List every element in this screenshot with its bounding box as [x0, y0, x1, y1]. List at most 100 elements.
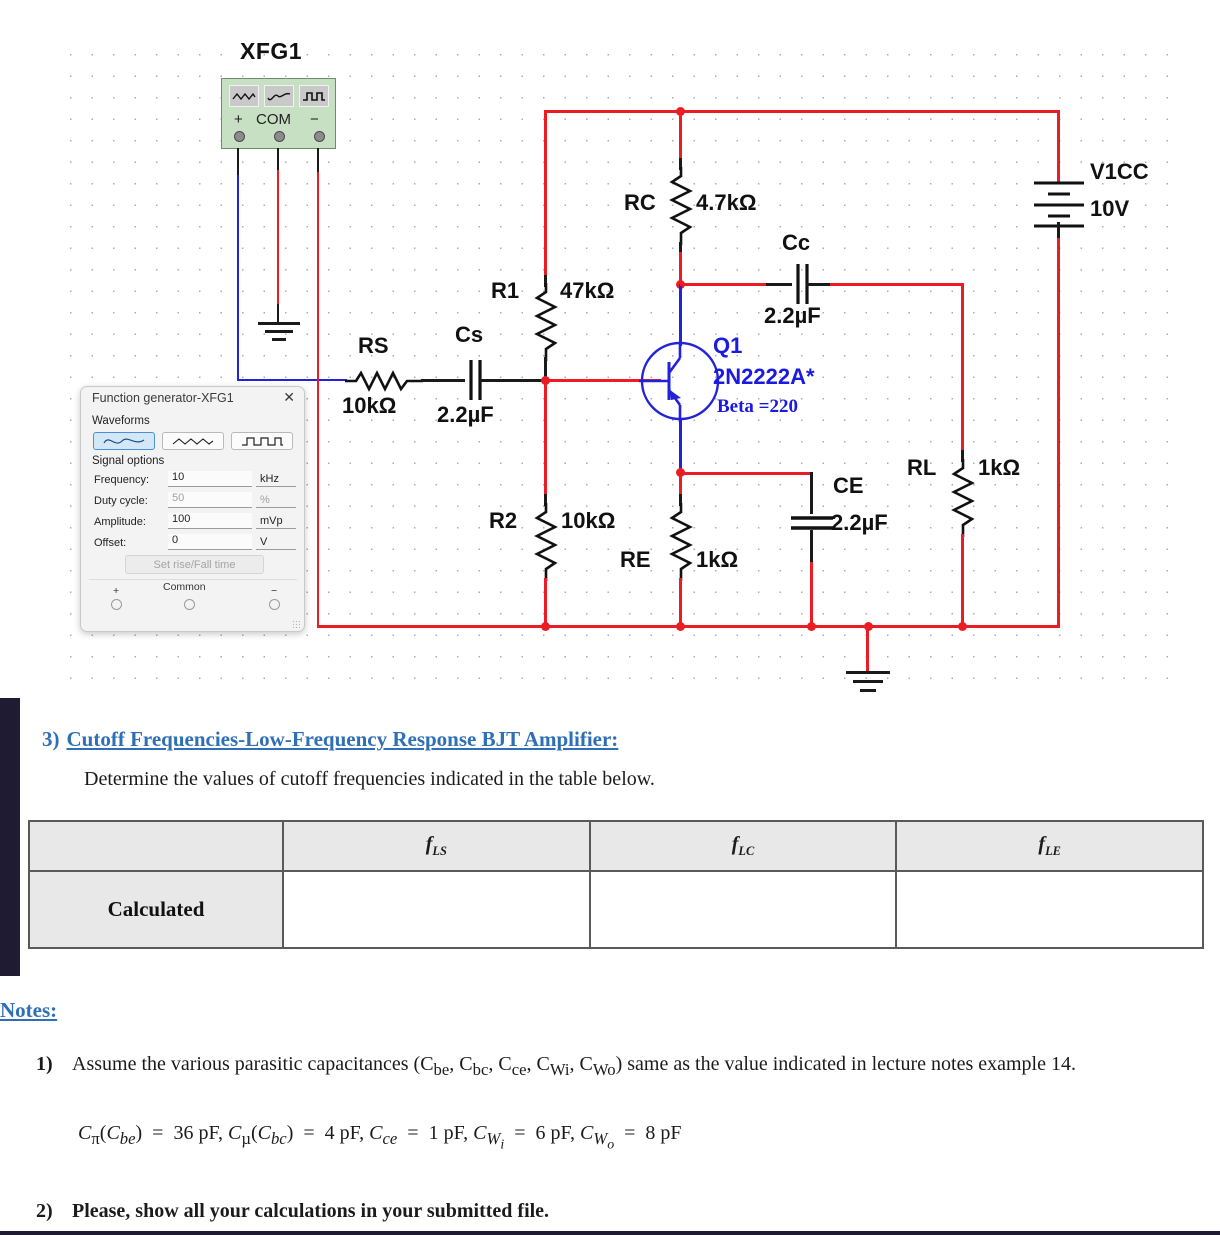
amplitude-input[interactable]: 100	[168, 513, 252, 529]
cap-cbe: Cbe	[420, 1053, 450, 1079]
bottom-terminal-common[interactable]	[184, 599, 195, 610]
wire-rc-to-collector-node	[679, 252, 682, 284]
function-generator-symbol[interactable]: + COM −	[221, 78, 336, 149]
duty-cycle-unit[interactable]: %	[256, 492, 296, 508]
node-ground-tap	[864, 622, 873, 631]
wire-cc-left-lead	[766, 283, 792, 286]
label-cs-value: 2.2µF	[437, 402, 494, 427]
bottom-terminal-minus[interactable]	[269, 599, 280, 610]
terminal-label-minus: −	[310, 111, 319, 128]
wire-r2-top-stub	[544, 494, 547, 506]
wire-emitter-to-ce	[680, 472, 812, 475]
label-rs-value: 10kΩ	[342, 393, 397, 418]
waveform-triangle-button[interactable]	[162, 432, 224, 450]
amplitude-unit[interactable]: mVp	[256, 513, 296, 529]
cap-cce: Cce	[498, 1053, 527, 1079]
cell-calculated-flc[interactable]	[588, 870, 898, 949]
wire-rc-top-stub	[679, 158, 682, 170]
label-cc: Cc	[782, 230, 811, 255]
frequency-input[interactable]: 10	[168, 471, 252, 487]
waveform-sine-button[interactable]	[93, 432, 155, 450]
wire-bottom-rail	[544, 625, 1060, 628]
wire-minus-vertical	[317, 172, 320, 627]
offset-label: Offset:	[94, 537, 127, 549]
resistor-re-symbol	[668, 503, 694, 581]
close-icon[interactable]: ✕	[283, 389, 295, 405]
wire-r2-top	[544, 379, 547, 497]
frequency-unit[interactable]: kHz	[256, 471, 296, 487]
waveform-square-button[interactable]	[231, 432, 293, 450]
bottom-terminal-minus-label: −	[271, 585, 278, 597]
bottom-terminal-plus[interactable]	[111, 599, 122, 610]
resistor-r2-symbol	[533, 503, 559, 581]
label-rc: RC	[624, 190, 656, 215]
wire-ce-to-ground-rail	[810, 562, 813, 627]
label-r1-value: 47kΩ	[560, 278, 615, 303]
cell-calculated-fle[interactable]	[895, 870, 1204, 949]
label-ce-value: 2.2µF	[831, 510, 888, 535]
offset-input[interactable]: 0	[168, 534, 252, 550]
capacitor-ce-symbol	[789, 510, 835, 536]
symbol-flc: fLC	[731, 832, 755, 858]
wire-plus-to-rs	[237, 379, 347, 382]
label-rl: RL	[907, 455, 937, 480]
table-header-fls: fLS	[282, 820, 591, 872]
question-heading: 3)Cutoff Frequencies-Low-Frequency Respo…	[42, 727, 618, 752]
terminal-label-com: COM	[256, 111, 291, 128]
sine-wave-icon[interactable]	[264, 85, 294, 107]
symbol-fle: fLE	[1038, 832, 1061, 858]
xfg1-tag-label: XFG1	[240, 38, 303, 64]
wire-emitter-red	[679, 468, 682, 498]
label-v1cc: V1CC	[1090, 159, 1149, 184]
dialog-titlebar[interactable]: Function generator-XFG1 ✕	[81, 387, 304, 411]
main-ground-bar-1	[846, 671, 890, 674]
wire-ce-bottom-lead-black	[810, 530, 813, 566]
terminal-pin-plus[interactable]	[234, 131, 245, 142]
wire-com-stub	[277, 148, 280, 172]
wire-rc-bottom-stub	[679, 242, 682, 256]
resistor-rl-symbol	[950, 459, 976, 537]
label-re: RE	[620, 547, 651, 572]
cutoff-frequency-table: fLS fLC fLE Calculated	[28, 820, 1204, 949]
wire-r1-top	[544, 110, 547, 278]
resize-grip-icon[interactable]	[292, 620, 300, 628]
symbol-fls: fLS	[425, 832, 447, 858]
bottom-terminal-common-label: Common	[163, 581, 206, 593]
note-1-text-after: ) same as the value indicated in lecture…	[615, 1053, 1076, 1075]
label-v1cc-value: 10V	[1090, 196, 1130, 221]
set-rise-fall-time-button[interactable]: Set rise/Fall time	[125, 555, 264, 574]
wire-rs-to-cs	[421, 379, 465, 382]
function-generator-dialog[interactable]: Function generator-XFG1 ✕ Waveforms Sign…	[80, 386, 305, 632]
cell-calculated-fls[interactable]	[282, 870, 591, 949]
dialog-title: Function generator-XFG1	[92, 391, 234, 405]
left-margin-strip	[0, 698, 20, 976]
frequency-label: Frequency:	[94, 474, 150, 486]
note-1-text: Assume the various parasitic capacitance…	[72, 1053, 1076, 1079]
circuit-schematic: XFG1 + COM −	[58, 38, 1188, 692]
triangle-wave-icon[interactable]	[229, 85, 259, 107]
label-q1: Q1	[713, 333, 743, 358]
ground-bar-3	[272, 338, 286, 341]
note-item-2: 2) Please, show all your calculations in…	[36, 1200, 1216, 1223]
wire-ce-top-lead	[810, 472, 813, 514]
label-q1-part: 2N2222A*	[713, 364, 815, 389]
label-re-value: 1kΩ	[696, 547, 739, 572]
wire-r2-bottom	[544, 578, 547, 627]
wire-plus-stub	[237, 148, 240, 176]
offset-unit[interactable]: V	[256, 534, 296, 550]
terminal-pin-minus[interactable]	[314, 131, 325, 142]
square-wave-icon[interactable]	[299, 85, 329, 107]
question-instruction: Determine the values of cutoff frequenci…	[84, 768, 655, 790]
wire-emitter-blue	[679, 418, 682, 472]
note-2-text: Please, show all your calculations in yo…	[72, 1200, 550, 1222]
label-rl-value: 1kΩ	[978, 455, 1021, 480]
wire-r1-top-stub	[544, 275, 547, 287]
terminal-pin-com[interactable]	[274, 131, 285, 142]
cap-cwi: CWi	[536, 1053, 570, 1079]
transistor-q1-symbol[interactable]	[639, 340, 721, 422]
question-number: 3)	[42, 727, 60, 751]
duty-cycle-input[interactable]: 50	[168, 492, 252, 508]
wire-re-top-stub	[679, 494, 682, 506]
main-ground-bar-2	[853, 680, 883, 683]
table-header-blank	[28, 820, 284, 872]
